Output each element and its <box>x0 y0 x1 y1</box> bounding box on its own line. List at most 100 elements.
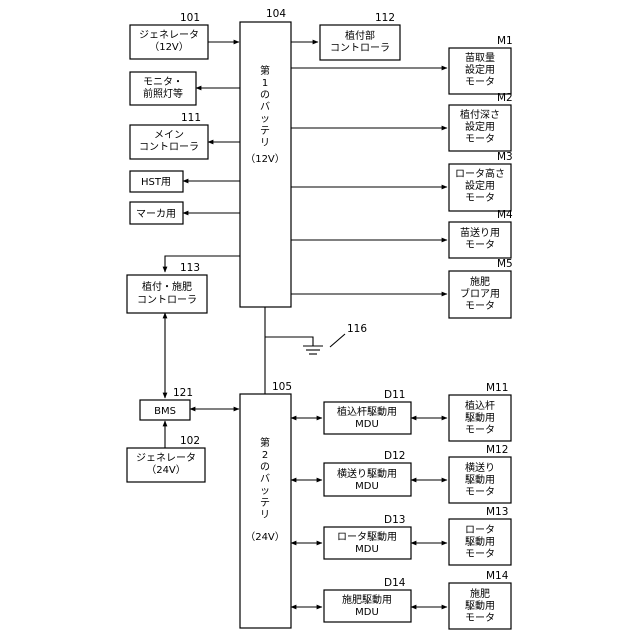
label-line: 第 <box>260 64 270 77</box>
label-line: バ <box>260 101 270 113</box>
label-line: モータ <box>465 76 495 88</box>
ground-leader-line <box>330 334 345 347</box>
label-line: （12V） <box>149 41 189 53</box>
label-line: モータ <box>465 612 495 624</box>
ref-d13: D13 <box>384 514 405 526</box>
label-line: 横送り駆動用 <box>337 467 397 480</box>
label-line: モータ <box>465 548 495 560</box>
ref-121: 121 <box>173 387 193 399</box>
label-line: 駆動用 <box>465 599 495 612</box>
label-line: バ <box>260 473 270 485</box>
m11-label: 植込杆駆動用モータ <box>465 399 495 436</box>
ref-m14: M14 <box>486 570 509 582</box>
label-line: ロータ駆動用 <box>337 530 397 543</box>
label-line: MDU <box>355 481 379 492</box>
label-line: ッ <box>260 114 270 125</box>
label-line: ジェネレータ <box>136 452 196 464</box>
m4-label: 苗送り用モータ <box>460 226 500 251</box>
ref-d11: D11 <box>384 389 405 401</box>
ref-116: 116 <box>347 323 367 335</box>
m12-label: 横送り駆動用モータ <box>465 461 495 498</box>
label-line: 施肥駆動用 <box>342 593 392 606</box>
m2-label: 植付深さ設定用モータ <box>460 108 500 145</box>
label-line: コントローラ <box>139 141 199 153</box>
label-line: 植付部 <box>345 29 375 42</box>
label-line: ロータ <box>465 524 495 536</box>
label-line: モニタ・ <box>143 76 183 88</box>
label-line: 横送り <box>465 461 495 474</box>
label-line: の <box>260 462 270 473</box>
ref-102: 102 <box>180 435 200 447</box>
ref-112: 112 <box>375 12 395 24</box>
marker-label: マーカ用 <box>136 208 176 220</box>
ref-104: 104 <box>266 8 286 20</box>
ref-m5: M5 <box>497 258 513 270</box>
label-line: モータ <box>465 424 495 436</box>
label-line: 駆動用 <box>465 411 495 424</box>
bms-label: BMS <box>154 406 176 417</box>
label-line: （24V） <box>146 464 186 476</box>
ref-101: 101 <box>180 12 200 24</box>
label-line: 設定用 <box>465 120 495 133</box>
label-line: MDU <box>355 419 379 430</box>
label-line: 2 <box>262 450 268 461</box>
label-line: MDU <box>355 544 379 555</box>
label-line: 苗送り用 <box>460 226 500 239</box>
label-line: モータ <box>465 133 495 145</box>
ref-m11: M11 <box>486 382 508 394</box>
label-line: リ <box>260 138 270 149</box>
label-line: マーカ用 <box>136 208 176 220</box>
label-line: リ <box>260 510 270 521</box>
label-line: 設定用 <box>465 63 495 76</box>
label-line: 植付・施肥 <box>142 280 192 293</box>
label-line: 植付深さ <box>460 108 500 121</box>
wire-battery1-to-plant-fert-controller <box>165 256 240 272</box>
ref-m1: M1 <box>497 35 513 47</box>
label-line: 1 <box>262 78 268 89</box>
label-line: ッ <box>260 486 270 497</box>
label-line: モータ <box>465 300 495 312</box>
label-line: モータ <box>465 239 495 251</box>
label-line: 植込杆駆動用 <box>337 405 397 418</box>
label-line: 施肥 <box>470 275 490 288</box>
label-line: テ <box>260 126 270 137</box>
battery2-voltage-label: （24V） <box>245 531 285 543</box>
label-line: テ <box>260 498 270 509</box>
plant-fert-controller-box <box>127 275 207 313</box>
label-line: 第 <box>260 436 270 449</box>
ref-m4: M4 <box>497 209 513 221</box>
ref-m2: M2 <box>497 92 513 104</box>
ref-111: 111 <box>181 112 201 124</box>
label-line: の <box>260 90 270 101</box>
label-line: メイン <box>154 130 184 141</box>
ref-m12: M12 <box>486 444 508 456</box>
ref-d12: D12 <box>384 450 405 462</box>
label-line: コントローラ <box>137 294 197 306</box>
ref-105: 105 <box>272 381 292 393</box>
label-line: 駆動用 <box>465 473 495 486</box>
label-line: BMS <box>154 406 176 417</box>
label-line: 設定用 <box>465 179 495 192</box>
label-line: ロータ高さ <box>455 167 505 180</box>
label-line: コントローラ <box>330 42 390 54</box>
label-line: ブロア用 <box>460 287 500 300</box>
label-line: 施肥 <box>470 587 490 600</box>
hst-label: HST用 <box>141 177 171 188</box>
label-line: HST用 <box>141 177 171 188</box>
label-line: モータ <box>465 486 495 498</box>
ground-symbol <box>303 346 323 354</box>
battery2-label: 第2のバッテリ <box>260 436 270 521</box>
m13-label: ロータ駆動用モータ <box>465 524 495 560</box>
label-line: 苗取量 <box>465 52 495 64</box>
ref-m3: M3 <box>497 151 513 163</box>
m1-label: 苗取量設定用モータ <box>465 52 495 88</box>
label-line: 植込杆 <box>465 399 495 412</box>
label-line: 駆動用 <box>465 535 495 548</box>
wire-ground-branch <box>265 337 313 346</box>
label-line: モータ <box>465 192 495 204</box>
ref-m13: M13 <box>486 506 508 518</box>
label-line: 前照灯等 <box>143 87 183 100</box>
ref-113: 113 <box>180 262 200 274</box>
ref-d14: D14 <box>384 577 406 589</box>
